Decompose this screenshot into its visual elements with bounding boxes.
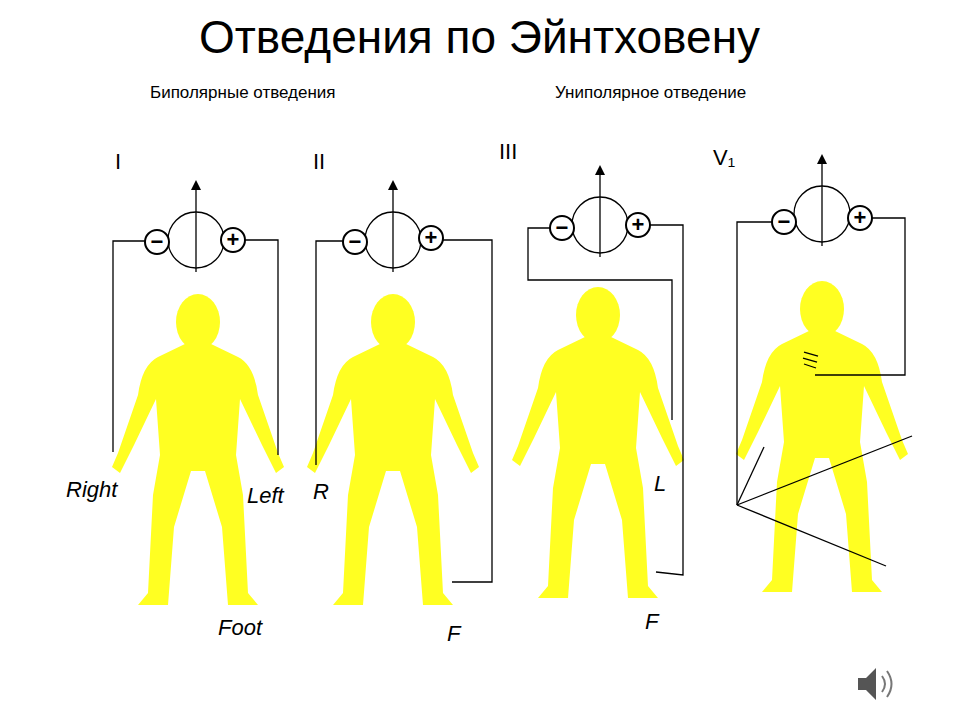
electrode-label: Left	[247, 484, 284, 508]
polarity-sign: +	[854, 207, 867, 229]
polarity-sign: −	[151, 231, 164, 253]
lead-number: II	[313, 150, 325, 174]
electrode-terminal: −	[342, 229, 368, 255]
body-figure	[112, 294, 284, 605]
electrode-label: F	[447, 622, 460, 646]
electrode-terminal: +	[220, 227, 246, 253]
polarity-sign: +	[227, 229, 240, 251]
electrode-terminal: −	[549, 215, 575, 241]
speaker-icon	[858, 668, 892, 700]
electrode-label: L	[654, 472, 666, 496]
body-figure	[736, 281, 908, 592]
electrode-label: Foot	[218, 616, 262, 640]
lead-number: I	[115, 150, 121, 174]
electrode-label: Right	[66, 478, 117, 502]
lead-number: V₁	[713, 146, 735, 170]
polarity-sign: +	[425, 227, 438, 249]
slide-title: Отведения по Эйнтховену	[199, 12, 760, 63]
body-figure	[512, 287, 684, 598]
electrode-label: F	[645, 610, 658, 634]
electrode-terminal: +	[847, 205, 873, 231]
electrode-terminal: −	[144, 229, 170, 255]
polarity-sign: −	[349, 231, 362, 253]
electrode-terminal: +	[625, 212, 651, 238]
polarity-sign: −	[778, 211, 791, 233]
section-heading: Униполярное отведение	[555, 84, 746, 103]
polarity-sign: +	[632, 214, 645, 236]
electrode-terminal: −	[771, 209, 797, 235]
lead-wires	[113, 159, 912, 582]
polarity-sign: −	[556, 217, 569, 239]
electrode-terminal: +	[418, 225, 444, 251]
section-heading: Биполярные отведения	[150, 84, 336, 103]
electrode-label: R	[313, 480, 329, 504]
lead-number: III	[499, 140, 517, 164]
body-figure	[307, 294, 479, 605]
